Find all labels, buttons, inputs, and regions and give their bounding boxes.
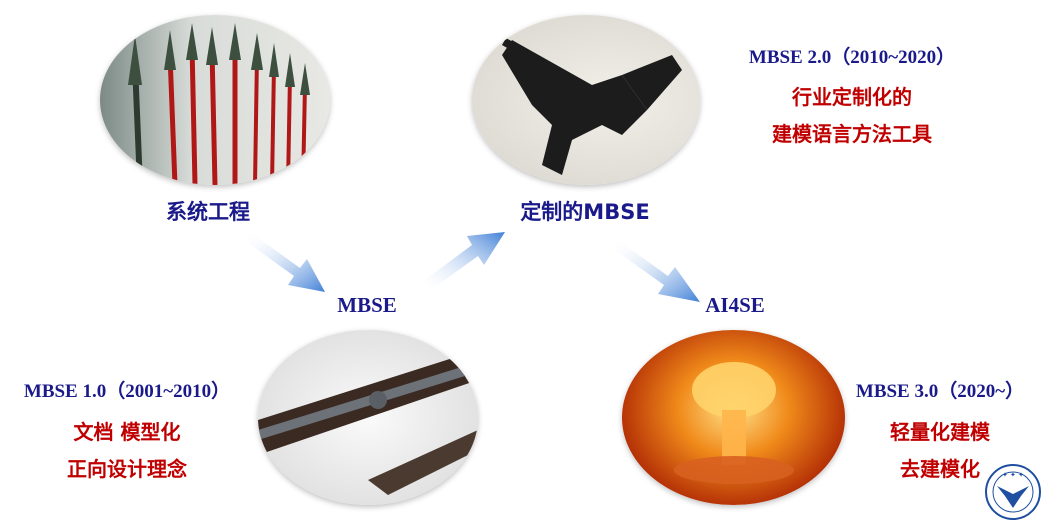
spears-icon	[128, 23, 310, 185]
mbse2-line2: 建模语言方法工具	[772, 122, 932, 146]
modern-rifle-image	[472, 15, 700, 185]
node-systems-engineering: 系统工程	[166, 200, 250, 224]
arrow-1	[244, 232, 325, 292]
mushroom-cloud-icon	[674, 362, 794, 484]
node-custom-mbse: 定制的MBSE	[520, 200, 650, 224]
zhejiang-university-logo: ✦ ✦ ✦	[985, 464, 1041, 520]
mbse1-line1: 文档 模型化	[73, 420, 181, 444]
node-ai4se: AI4SE	[705, 293, 765, 317]
old-rifle-image	[258, 330, 478, 505]
svg-text:✦ ✦ ✦: ✦ ✦ ✦	[1002, 471, 1024, 479]
mushroom-cloud-image	[622, 330, 845, 505]
arrow-3	[612, 240, 700, 302]
mbse1-title: MBSE 1.0（2001~2010）	[23, 381, 231, 402]
spears-image	[100, 15, 330, 185]
mbse3-line2: 去建模化	[900, 457, 980, 481]
mbse3-line1: 轻量化建模	[890, 420, 990, 444]
mbse2-title: MBSE 2.0（2010~2020）	[748, 47, 956, 68]
mbse3-title: MBSE 3.0（2020~）	[855, 381, 1025, 402]
node-mbse-label: MBSE	[337, 293, 397, 317]
mbse2-line1: 行业定制化的	[792, 85, 912, 109]
modern-rifle-icon	[502, 38, 682, 175]
mbse1-line2: 正向设计理念	[67, 457, 187, 481]
node-mbse: MBSE	[337, 293, 397, 318]
arrow-2	[422, 232, 505, 292]
old-rifle-icon	[258, 350, 478, 495]
